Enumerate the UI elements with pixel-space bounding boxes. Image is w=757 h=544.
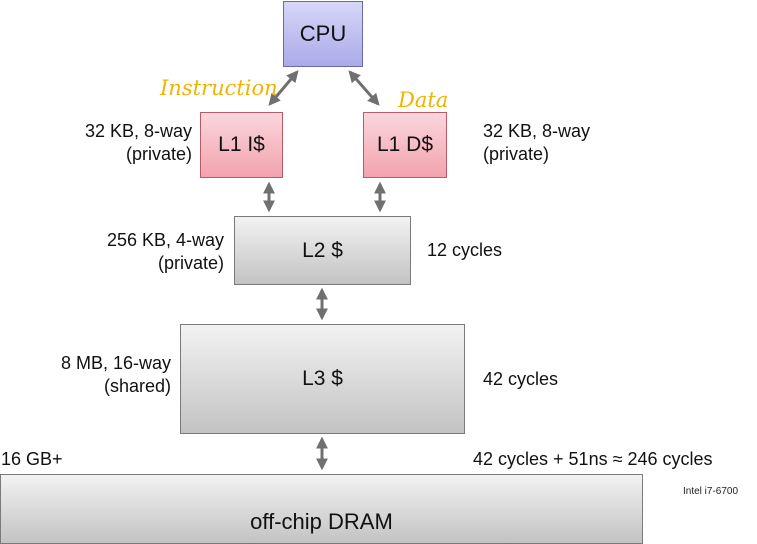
l1d-spec: 32 KB, 8-way (private) bbox=[483, 120, 590, 166]
l2-spec: 256 KB, 4-way (private) bbox=[107, 229, 224, 275]
footnote: Intel i7-6700 bbox=[683, 486, 739, 497]
l2-label: L2 $ bbox=[302, 238, 343, 262]
connector-arrows bbox=[263, 70, 386, 471]
l1d-spec-line1: 32 KB, 8-way bbox=[483, 121, 591, 141]
l1i-spec: 32 KB, 8-way (private) bbox=[85, 120, 192, 166]
l1d-label: L1 D$ bbox=[376, 133, 434, 156]
l2-spec-line1: 256 KB, 4-way bbox=[106, 230, 224, 250]
cpu-box: CPU bbox=[283, 1, 363, 67]
arrow-cpu-l1d bbox=[348, 70, 380, 106]
l1i-label: L1 I$ bbox=[218, 133, 265, 156]
l3-spec-line1: 8 MB, 16-way bbox=[60, 353, 171, 373]
dram-latency: 42 cycles + 51ns ≈ 246 cycles bbox=[473, 449, 713, 469]
l3-spec-line2: (shared) bbox=[103, 376, 171, 396]
dram-box: off-chip DRAM bbox=[0, 474, 643, 544]
l1d-spec-line2: (private) bbox=[483, 144, 550, 164]
cpu-label: CPU bbox=[299, 21, 347, 46]
arrow-cpu-l1i bbox=[268, 70, 299, 106]
l2-spec-line2: (private) bbox=[157, 253, 224, 273]
dram-size: 16 GB+ bbox=[1, 449, 63, 469]
l3-spec: 8 MB, 16-way (shared) bbox=[61, 352, 171, 398]
l1i-spec-line1: 32 KB, 8-way bbox=[84, 121, 192, 141]
instruction-annotation: Instruction bbox=[160, 76, 278, 100]
l3-cache-box: L3 $ bbox=[180, 324, 465, 434]
l1-instruction-cache-box: L1 I$ bbox=[200, 112, 283, 178]
l3-label: L3 $ bbox=[302, 367, 343, 390]
l2-latency: 12 cycles bbox=[427, 240, 503, 260]
l1i-spec-line2: (private) bbox=[125, 144, 192, 164]
l3-latency: 42 cycles bbox=[483, 369, 559, 389]
data-annotation: Data bbox=[398, 88, 449, 112]
dram-label: off-chip DRAM bbox=[250, 509, 393, 534]
l1-data-cache-box: L1 D$ bbox=[363, 112, 447, 178]
l2-cache-box: L2 $ bbox=[234, 216, 411, 285]
